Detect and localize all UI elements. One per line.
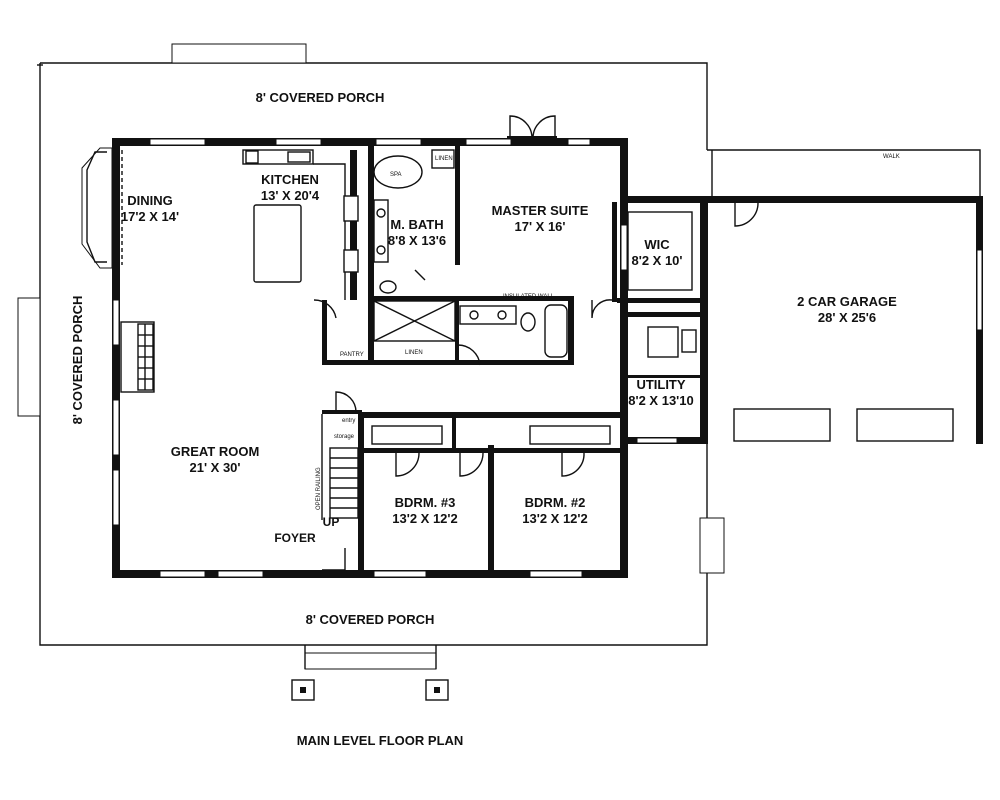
- bdrm2-size: 13'2 X 12'2: [522, 511, 587, 526]
- bdrm3-name: BDRM. #3: [395, 495, 456, 510]
- master-french-doors: [507, 115, 557, 139]
- kitchen-name: KITCHEN: [261, 172, 319, 187]
- bdrm3-size: 13'2 X 12'2: [392, 511, 457, 526]
- interior-walls: [322, 145, 702, 572]
- master-size: 17' X 16': [515, 219, 566, 234]
- fireplace-hearth: [137, 323, 154, 391]
- master-name: MASTER SUITE: [492, 203, 589, 218]
- windows: [112, 138, 983, 578]
- great-room-name: GREAT ROOM: [171, 444, 260, 459]
- garage-size: 28' X 25'6: [818, 310, 876, 325]
- linen-bath-label: LINEN: [435, 156, 453, 162]
- porch-top-label: 8' COVERED PORCH: [256, 90, 385, 105]
- door-swings: [313, 202, 759, 571]
- stair-up-label: UP: [323, 515, 340, 529]
- mbath-size: 8'8 X 13'6: [388, 233, 446, 248]
- porch-outline: [17, 43, 725, 701]
- garage-walk: [707, 149, 981, 196]
- kitchen-size: 13' X 20'4: [261, 188, 320, 203]
- wic-name: WIC: [644, 237, 670, 252]
- dining-size: 17'2 X 14': [121, 209, 179, 224]
- utility-size: 8'2 X 13'10: [628, 393, 693, 408]
- porch-left-label: 8' COVERED PORCH: [70, 296, 85, 425]
- great-room-size: 21' X 30': [190, 460, 241, 475]
- storage-label: storage: [334, 434, 355, 440]
- insulated-wall-label: INSULATED WALL: [503, 294, 555, 300]
- plan-title: MAIN LEVEL FLOOR PLAN: [297, 733, 464, 748]
- dining-bay-window: [81, 147, 123, 269]
- walk-label: WALK: [883, 154, 900, 160]
- pantry-label: PANTRY: [340, 352, 364, 358]
- fixtures: [120, 149, 954, 520]
- linen-hall-label: LINEN: [405, 350, 423, 356]
- utility-name: UTILITY: [636, 377, 685, 392]
- foyer-label: FOYER: [274, 531, 316, 545]
- porch-bottom-label: 8' COVERED PORCH: [306, 612, 435, 627]
- garage-name: 2 CAR GARAGE: [797, 294, 897, 309]
- entry-label: entry: [342, 418, 355, 424]
- wic-size: 8'2 X 10': [632, 253, 683, 268]
- bdrm2-name: BDRM. #2: [525, 495, 586, 510]
- dining-name: DINING: [127, 193, 173, 208]
- open-railing-label: OPEN RAILING: [316, 467, 322, 510]
- spa-label: SPA: [390, 172, 402, 178]
- mbath-name: M. BATH: [390, 217, 443, 232]
- stairs: [321, 414, 359, 520]
